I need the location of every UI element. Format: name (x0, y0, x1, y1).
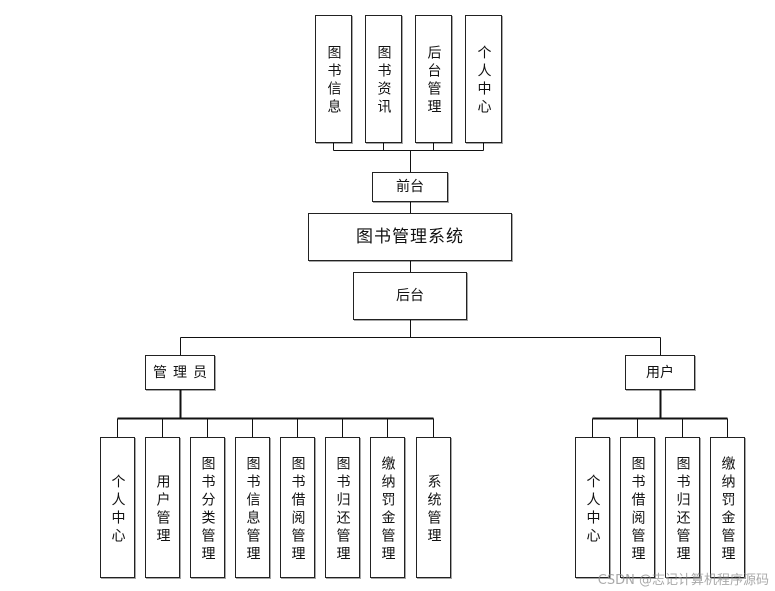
node-label: 图书借阅管理 (629, 455, 646, 564)
node-role-user: 用户 (625, 355, 695, 390)
node-label: 个人中心 (109, 473, 126, 546)
node-system-root: 图书管理系统 (308, 213, 512, 261)
admin-node-category-management: 图书分类管理 (190, 437, 225, 578)
user-node-borrow-management: 图书借阅管理 (620, 437, 655, 578)
admin-node-return-management: 图书归还管理 (325, 437, 360, 578)
node-book-info: 图书信息 (315, 15, 352, 143)
admin-node-user-management: 用户管理 (145, 437, 180, 578)
node-label: 个人中心 (584, 473, 601, 546)
node-label: 后台 (396, 288, 424, 304)
node-label: 图书信息 (325, 45, 342, 117)
node-label: 缴纳罚金管理 (719, 455, 736, 564)
user-node-fine-management: 缴纳罚金管理 (710, 437, 745, 578)
node-label: 图书分类管理 (199, 455, 216, 564)
node-label: 图书归还管理 (334, 455, 351, 564)
admin-node-fine-management: 缴纳罚金管理 (370, 437, 405, 578)
node-label: 图书管理系统 (356, 226, 464, 247)
node-label: 缴纳罚金管理 (379, 455, 396, 564)
admin-node-book-info-management: 图书信息管理 (235, 437, 270, 578)
node-label: 图书归还管理 (674, 455, 691, 564)
admin-node-borrow-management: 图书借阅管理 (280, 437, 315, 578)
node-role-admin: 管理员 (145, 355, 215, 390)
node-label: 个人中心 (475, 45, 492, 117)
node-label: 用户 (646, 364, 674, 381)
node-backend: 后台 (353, 272, 467, 320)
user-node-personal-center: 个人中心 (575, 437, 610, 578)
node-label: 后台管理 (425, 45, 442, 117)
node-label: 系统管理 (425, 473, 442, 546)
node-label: 管理员 (153, 364, 213, 381)
node-personal-center: 个人中心 (465, 15, 502, 143)
node-label: 用户管理 (154, 473, 171, 546)
watermark: CSDN @志记计算机程序源码 (597, 573, 769, 588)
user-node-return-management: 图书归还管理 (665, 437, 700, 578)
node-backend-management: 后台管理 (415, 15, 452, 143)
node-label: 图书信息管理 (244, 455, 261, 564)
admin-node-system-management: 系统管理 (416, 437, 451, 578)
node-frontend: 前台 (372, 172, 448, 202)
node-label: 图书借阅管理 (289, 455, 306, 564)
node-book-news: 图书资讯 (365, 15, 402, 143)
node-label: 图书资讯 (375, 45, 392, 117)
admin-node-personal-center: 个人中心 (100, 437, 135, 578)
node-label: 前台 (396, 179, 424, 195)
